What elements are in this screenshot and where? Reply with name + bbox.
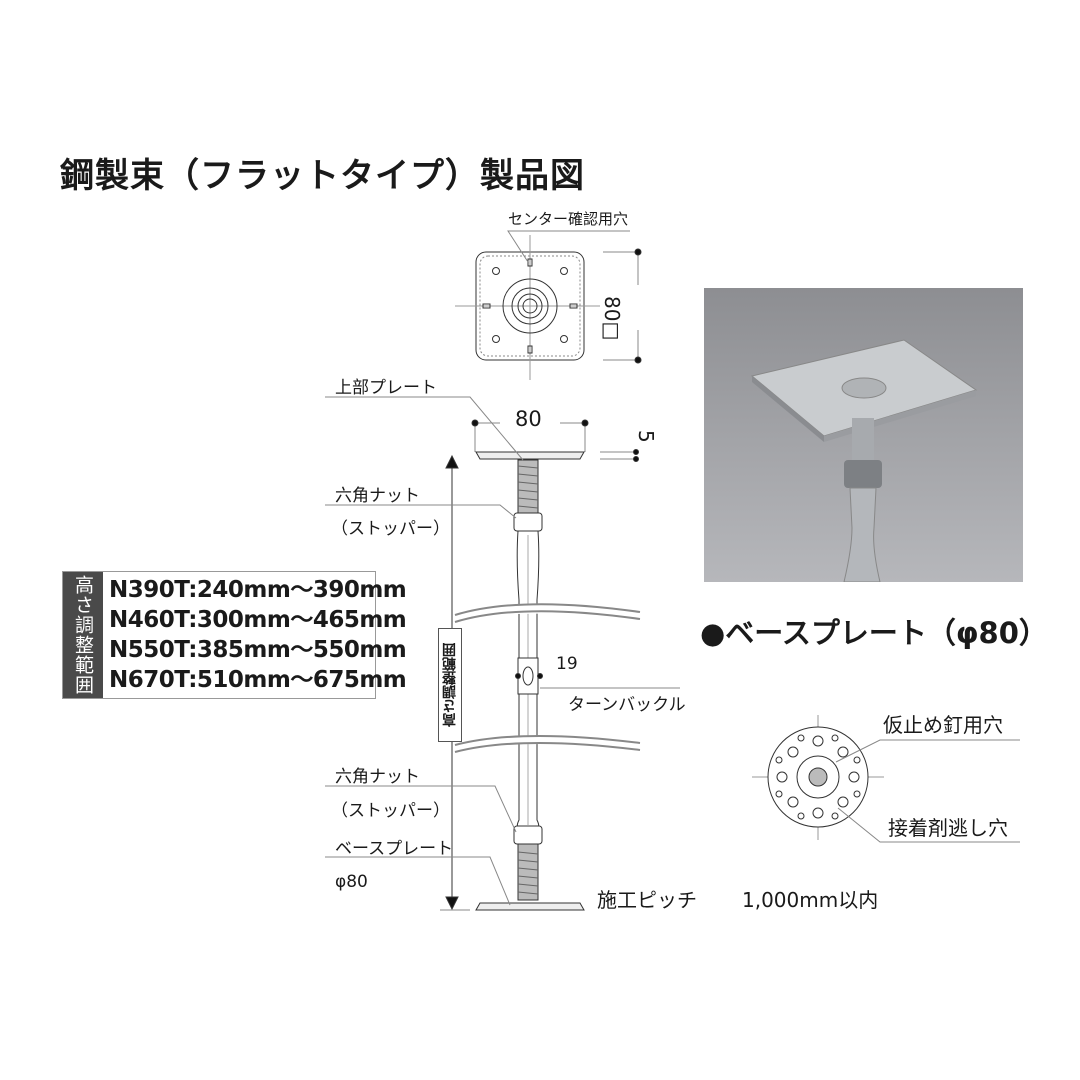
top-plate-thickness: 5 bbox=[634, 430, 658, 443]
turnbuckle-width: 19 bbox=[556, 654, 578, 674]
center-hole-label: センター確認用穴 bbox=[508, 210, 629, 228]
top-plate-label: 上部プレート bbox=[335, 378, 437, 398]
top-plate-size-label: 80□ bbox=[600, 296, 624, 341]
spec-row: N670T:510mm～675mm bbox=[109, 667, 407, 693]
turnbuckle-label: ターンバックル bbox=[568, 695, 686, 715]
base-plate-label: ベースプレート bbox=[335, 839, 454, 859]
pitch-value: 1,000mm以内 bbox=[742, 888, 879, 912]
upper-nut-sub: （ストッパー） bbox=[331, 519, 450, 539]
top-plate-width: 80 bbox=[515, 407, 542, 431]
photo-caption: ●ベースプレート（φ80） bbox=[700, 616, 1048, 650]
pitch-label: 施工ピッチ bbox=[597, 888, 697, 912]
base-plate-top-view bbox=[752, 715, 1020, 843]
height-spec-table: 高さ調整範囲 N390T:240mm～390mm N460T:300mm～465… bbox=[62, 571, 407, 699]
spec-row: N390T:240mm～390mm bbox=[109, 577, 407, 603]
spec-row: N550T:385mm～550mm bbox=[109, 637, 407, 663]
spec-row: N460T:300mm～465mm bbox=[109, 607, 407, 633]
upper-nut-label: 六角ナット bbox=[335, 486, 420, 506]
top-view-plate bbox=[455, 230, 630, 380]
height-range-label: 高さ調整範囲 bbox=[438, 628, 462, 742]
adhesive-hole-label: 接着剤逃し穴 bbox=[888, 816, 1008, 840]
lower-nut-label: 六角ナット bbox=[335, 767, 420, 787]
nail-hole-label: 仮止め釘用穴 bbox=[883, 713, 1003, 737]
base-plate-size: φ80 bbox=[335, 872, 368, 892]
page-title: 鋼製束（フラットタイプ）製品図 bbox=[60, 156, 585, 196]
lower-nut-sub: （ストッパー） bbox=[331, 801, 450, 821]
spec-table-header: 高さ調整範囲 bbox=[63, 572, 103, 698]
product-photo bbox=[704, 288, 1023, 582]
